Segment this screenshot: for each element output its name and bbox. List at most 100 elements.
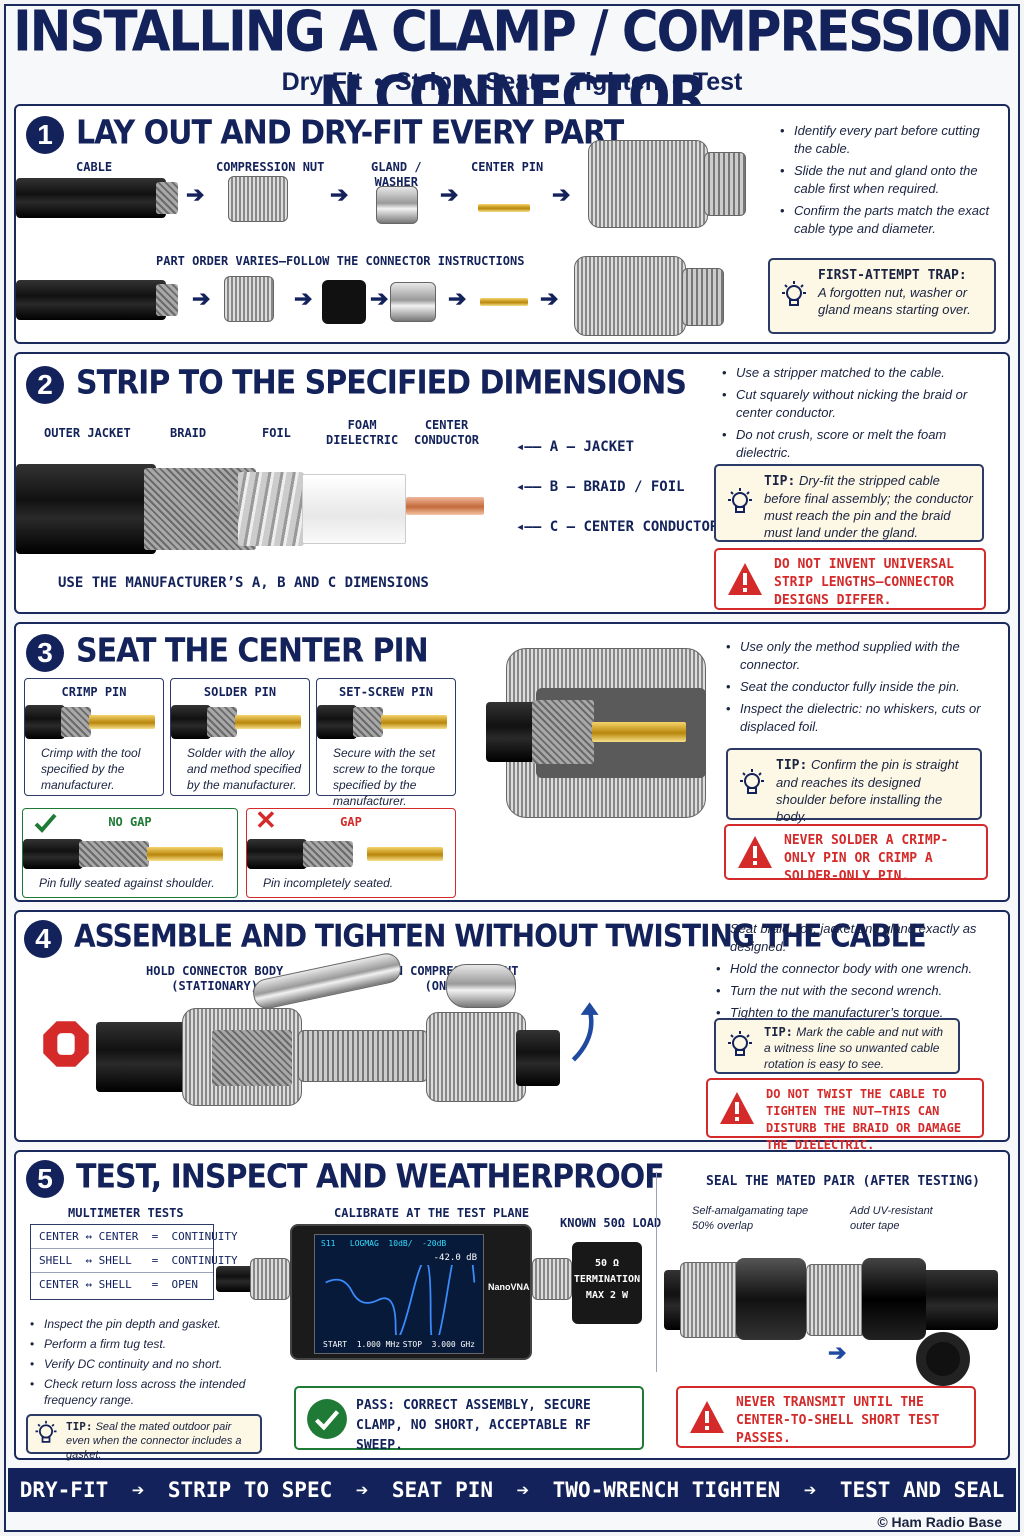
bullet-item: Turn the nut with the second wrench. — [716, 982, 996, 1000]
compression-nut-image — [228, 176, 288, 222]
cable-image — [23, 839, 83, 869]
bullet-item: Use only the method supplied with the co… — [726, 638, 996, 674]
multimeter-title: MULTIMETER TESTS — [68, 1206, 184, 1220]
vna-start: START 1.000 MHz — [323, 1340, 401, 1349]
check-circle-icon — [307, 1399, 347, 1439]
cable-image — [16, 280, 166, 320]
footer-item: SEAT PIN — [391, 1478, 494, 1502]
section-title: LAY OUT AND DRY-FIT EVERY PART — [76, 114, 624, 153]
vna-reading: -42.0 dB — [433, 1253, 477, 1263]
part-order-note: PART ORDER VARIES—FOLLOW THE CONNECTOR I… — [156, 254, 525, 268]
method-crimp: CRIMP PIN Crimp with the tool specified … — [24, 678, 164, 796]
step-tighten: Tighten — [570, 68, 661, 96]
gap-example: ✕ GAP Pin incompletely seated. — [246, 805, 456, 898]
pin-image — [89, 715, 155, 729]
arrow-icon: ➔ — [803, 1478, 817, 1502]
bullet-item: Inspect the dielectric: no whiskers, cut… — [726, 700, 996, 736]
tip-text: Mark the cable and nut with a witness li… — [764, 1025, 943, 1071]
tip-box: TIP: Confirm the pin is straight and rea… — [726, 748, 982, 824]
bullet-item: Confirm the parts match the exact cable … — [780, 202, 1000, 238]
no-gap-heading: NO GAP — [108, 815, 152, 829]
step-seat: Seat — [484, 68, 538, 96]
compression-nut-image — [224, 276, 274, 322]
connector-thread-image — [298, 1030, 428, 1082]
braid-image — [303, 841, 353, 867]
arrow-icon: ➔ — [552, 182, 571, 207]
connector-image — [532, 1258, 572, 1300]
bullet-list: Use a stripper matched to the cable. Cut… — [722, 364, 982, 466]
panel-test: 5 TEST, INSPECT AND WEATHERPROOF MULTIME… — [14, 1150, 1010, 1461]
method-heading: SOLDER PIN — [203, 685, 277, 699]
footer-steps: DRY-FIT➔ STRIP TO SPEC➔ SEAT PIN➔ TWO-WR… — [8, 1468, 1016, 1512]
bullet-item: Inspect the pin depth and gasket. — [30, 1316, 270, 1332]
known-load-label: KNOWN 50Ω LOAD — [560, 1216, 662, 1230]
arrow-icon: ➔ — [294, 286, 313, 311]
uv-tape — [862, 1258, 926, 1340]
tip-text: Confirm the pin is straight and reaches … — [776, 757, 959, 824]
step-strip: Strip — [394, 68, 452, 96]
bullet-item: Seat braid, foil, jacket and gland exact… — [716, 920, 996, 956]
lightbulb-icon — [728, 1031, 752, 1056]
method-text: Crimp with the tool specified by the man… — [41, 746, 141, 792]
method-text: Solder with the alloy and method specifi… — [187, 746, 302, 792]
wrench-right-image — [446, 964, 516, 1008]
label-center-conductor: CENTER CONDUCTOR — [414, 418, 480, 447]
dim-key: B — [549, 479, 559, 495]
braid-image — [207, 707, 237, 737]
tip-text: A forgotten nut, washer or gland means s… — [818, 285, 971, 317]
cable-image — [317, 705, 357, 739]
dim-key: A — [549, 439, 559, 455]
section-title: SEAT THE CENTER PIN — [76, 632, 429, 671]
bullet-item: Identify every part before cutting the c… — [780, 122, 1000, 158]
arrow-icon: ➔ — [448, 286, 467, 311]
multimeter-row: CENTER ↔ SHELL = OPEN — [39, 1278, 198, 1291]
label-foam-dielectric: FOAM DIELECTRIC — [326, 418, 399, 447]
dim-b: ◂—— B — BRAID / FOIL — [516, 479, 685, 495]
arrow-icon: ➔ — [370, 286, 389, 311]
check-icon — [34, 813, 57, 833]
method-solder: SOLDER PIN Solder with the alloy and met… — [170, 678, 310, 796]
braid-image — [532, 700, 594, 764]
arrow-icon: ➔ — [828, 1340, 847, 1365]
close-icon: ✕ — [255, 805, 277, 835]
cable-image — [516, 1030, 560, 1086]
dimension-note: USE THE MANUFACTURER’S A, B AND C DIMENS… — [58, 575, 429, 591]
multimeter-row: CENTER ↔ CENTER = CONTINUITY — [31, 1225, 238, 1249]
connector-image — [806, 1264, 866, 1336]
panel-strip: 2 STRIP TO THE SPECIFIED DIMENSIONS OUTE… — [14, 352, 1010, 614]
bullet-item: Seat the conductor fully inside the pin. — [726, 678, 996, 696]
section-title: STRIP TO THE SPECIFIED DIMENSIONS — [76, 364, 687, 403]
cable-image — [247, 839, 307, 869]
tip-text: Dry-fit the stripped cable before final … — [764, 473, 973, 540]
method-set-screw: SET-SCREW PIN Secure with the set screw … — [316, 678, 456, 808]
connector-body-image — [574, 256, 686, 336]
arrow-icon: ➔ — [355, 1478, 369, 1502]
footer-item: TWO-WRENCH TIGHTEN — [552, 1478, 781, 1502]
braid-image — [353, 707, 383, 737]
seal-label-tape: Self-amalgamating tape 50% overlap — [692, 1205, 809, 1232]
tape-roll-icon — [916, 1332, 970, 1386]
amalgamating-tape — [736, 1258, 806, 1340]
pass-text: PASS: CORRECT ASSEMBLY, SECURE CLAMP, NO… — [356, 1398, 591, 1453]
warning-text: NEVER TRANSMIT UNTIL THE CENTER-TO-SHELL… — [736, 1395, 940, 1446]
seal-label-outer: Add UV-resistant outer tape — [850, 1205, 933, 1232]
bullet-item: Check return loss across the intended fr… — [30, 1376, 270, 1408]
seal-title: SEAL THE MATED PAIR (AFTER TESTING) — [706, 1174, 980, 1189]
footer-item: DRY-FIT — [19, 1478, 109, 1502]
stop-hand-icon — [41, 1019, 91, 1069]
vna-header: S11 LOGMAG 10dB/ -20dB — [321, 1239, 447, 1248]
warning-text: NEVER SOLDER A CRIMP-ONLY PIN OR CRIMP A… — [784, 833, 949, 884]
arrow-icon: ➔ — [192, 286, 211, 311]
warning-box: NEVER TRANSMIT UNTIL THE CENTER-TO-SHELL… — [676, 1386, 976, 1448]
pin-image — [235, 715, 301, 729]
label-hold-body: HOLD CONNECTOR BODY (STATIONARY) — [146, 964, 284, 993]
bullet-item: Hold the connector body with one wrench. — [716, 960, 996, 978]
section-title: TEST, INSPECT AND WEATHERPROOF — [76, 1158, 665, 1197]
connector-thread-image — [704, 152, 746, 216]
tip-heading: FIRST-ATTEMPT TRAP: — [818, 268, 967, 283]
dim-value: JACKET — [583, 439, 635, 455]
arrow-icon: ➔ — [516, 1478, 530, 1502]
compression-nut-image — [426, 1012, 526, 1102]
panel-seat-pin: 3 SEAT THE CENTER PIN CRIMP PIN Crimp wi… — [14, 622, 1010, 902]
warning-icon — [738, 836, 772, 868]
